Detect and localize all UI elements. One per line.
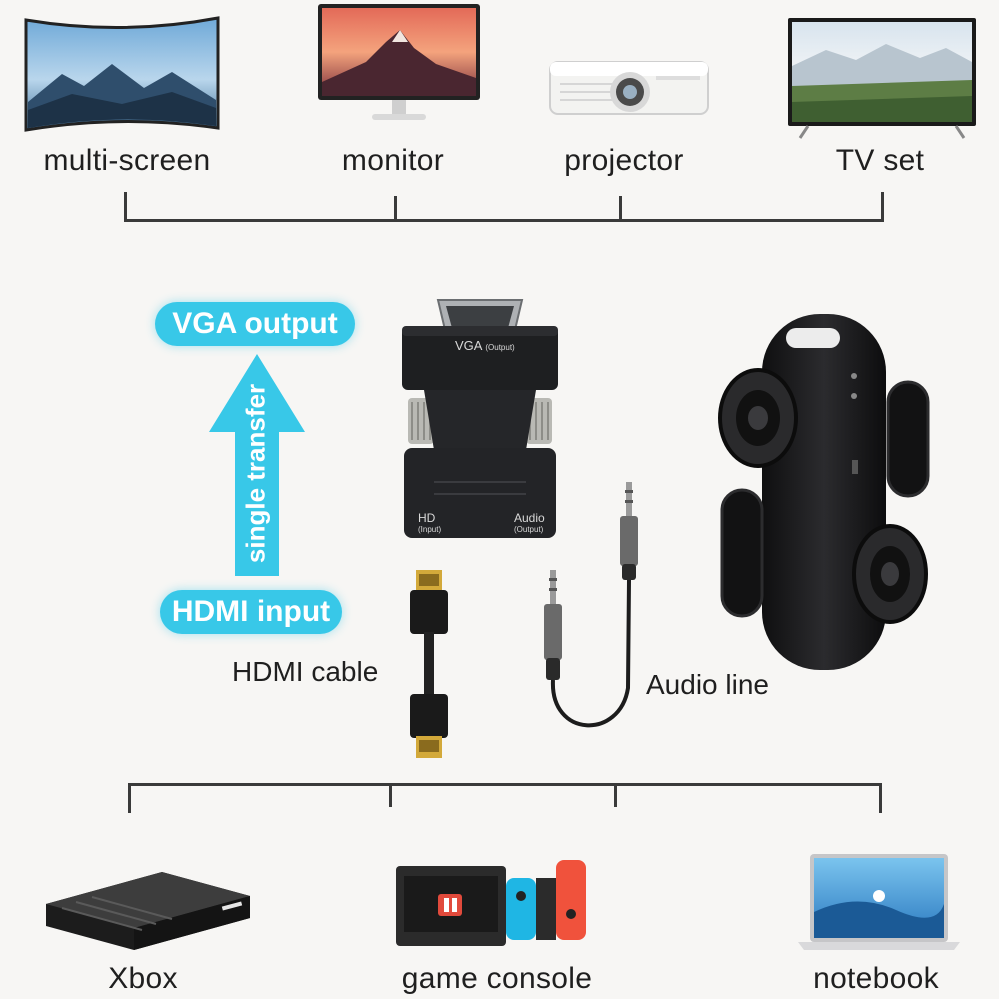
multi-screen-image bbox=[24, 16, 220, 132]
hdmi-cable-label: HDMI cable bbox=[232, 656, 379, 687]
bottom-bracket-tick-4 bbox=[879, 783, 882, 813]
up-arrow-icon bbox=[209, 354, 305, 576]
projector-image bbox=[549, 61, 709, 115]
top-device-label-multi-screen: multi-screen bbox=[43, 144, 211, 177]
adapter-hd-label: HD (Input) bbox=[418, 511, 442, 535]
bottom-device-label-notebook: notebook bbox=[813, 962, 939, 995]
top-bracket-tick-4 bbox=[881, 192, 884, 221]
hdmi-to-vga-adapter-image bbox=[402, 299, 558, 538]
top-bracket-tick-2 bbox=[394, 196, 397, 221]
bottom-bracket-horizontal bbox=[128, 783, 882, 786]
hdmi-cable-image bbox=[410, 570, 448, 758]
adapter-vga-label: VGA (Output) bbox=[455, 338, 515, 353]
game-console-image bbox=[396, 860, 586, 946]
bottom-bracket-tick-3 bbox=[614, 783, 617, 807]
monitor-image bbox=[318, 4, 480, 120]
adapter-vga-text: VGA bbox=[455, 338, 482, 353]
adapter-hd-sub: (Input) bbox=[418, 525, 442, 534]
top-device-label-projector: projector bbox=[564, 144, 684, 177]
top-bracket-tick-1 bbox=[124, 192, 127, 221]
bottom-device-label-game-console: game console bbox=[401, 962, 593, 995]
audio-line-image bbox=[544, 482, 638, 728]
top-device-label-monitor: monitor bbox=[341, 144, 445, 177]
vga-output-pill: VGA output bbox=[155, 302, 355, 346]
adapter-vga-sub: (Output) bbox=[485, 343, 515, 352]
top-bracket-horizontal bbox=[124, 219, 884, 222]
bottom-bracket-tick-2 bbox=[389, 783, 392, 807]
audio-line-label: Audio line bbox=[646, 669, 769, 700]
notebook-image bbox=[798, 854, 960, 950]
top-bracket-tick-3 bbox=[619, 196, 622, 221]
top-device-label-tv-set: TV set bbox=[835, 144, 925, 177]
bottom-device-label-xbox: Xbox bbox=[108, 962, 178, 995]
bottom-bracket-tick-1 bbox=[128, 783, 131, 813]
tv-set-image bbox=[788, 18, 976, 139]
speaker-image bbox=[718, 314, 930, 670]
single-transfer-text: single transfer bbox=[240, 383, 271, 564]
xbox-image bbox=[46, 872, 250, 950]
adapter-audio-sub: (Output) bbox=[514, 525, 544, 534]
adapter-audio-text: Audio bbox=[514, 511, 545, 525]
adapter-audio-label: Audio (Output) bbox=[514, 511, 545, 535]
hdmi-input-pill: HDMI input bbox=[160, 590, 342, 634]
adapter-hd-text: HD bbox=[418, 511, 436, 525]
